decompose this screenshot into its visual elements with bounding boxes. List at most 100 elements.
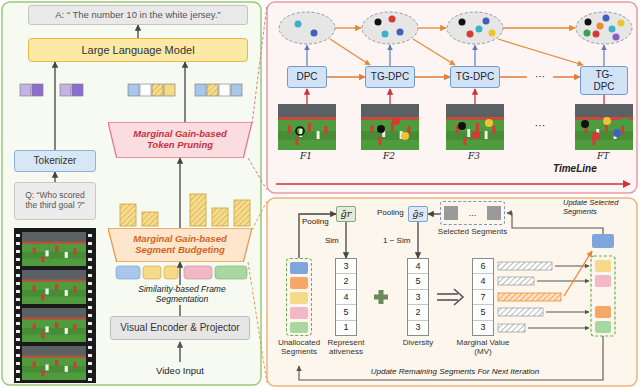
score-cell: 1 (336, 321, 356, 335)
trapezoid-shape (108, 122, 252, 158)
token-dot (603, 15, 610, 22)
node-label: ... (469, 208, 477, 218)
token (152, 84, 163, 96)
mv-bar (498, 277, 534, 285)
token (60, 84, 71, 96)
carry-arrow (418, 27, 446, 28)
node-label: DPC (296, 71, 317, 83)
edge-label: Sim (325, 236, 339, 245)
segment-blocks (116, 266, 247, 279)
tg-dpc-box: TG-DPC (365, 66, 415, 88)
node-heading: Selected Segments (435, 227, 511, 236)
segment-block (290, 322, 308, 333)
implies-arrow (437, 289, 463, 305)
connector (54, 172, 55, 182)
node-label: A: “ The number 10 in the white jersey.” (55, 10, 220, 21)
pruning-module: Marginal Gain-based Token Pruning (108, 122, 252, 158)
film-frame (22, 308, 86, 342)
mv-arrow (546, 312, 589, 313)
token (32, 84, 43, 96)
selected-segment (487, 206, 501, 220)
video-frame (446, 104, 504, 150)
token-group (20, 84, 242, 96)
update-arrow (389, 45, 390, 66)
frame-arrow (389, 89, 390, 104)
carry-arrow (503, 27, 575, 28)
zoom-line (248, 262, 267, 383)
answer-box: A: “ The number 10 in the white jersey.” (28, 5, 248, 25)
segment-block (595, 275, 611, 287)
budget-bar (212, 208, 228, 226)
frame-label: FT (597, 151, 609, 161)
remaining-outline (591, 256, 615, 336)
connector (327, 76, 365, 77)
node-heading: Represent ativeness (321, 338, 371, 356)
left-panel (2, 2, 261, 385)
sprocket-row (16, 230, 20, 381)
token (140, 84, 151, 96)
mv-bar (498, 262, 552, 270)
edge-label: Pooling (302, 217, 329, 226)
film-frame (22, 232, 86, 266)
update-selected-arrow (507, 213, 603, 234)
frame-token (603, 117, 611, 125)
score-cell: 4 (473, 274, 493, 289)
ellipsis: ··· (527, 119, 553, 132)
frame-token (592, 132, 600, 140)
frame-token (621, 118, 629, 126)
edge-label: 1 − Sim (383, 236, 410, 245)
score-column: 32451Represent ativeness (335, 258, 357, 336)
token-dot (609, 26, 616, 33)
cluster-ellipse (447, 12, 503, 44)
token (164, 84, 175, 96)
connector (417, 222, 418, 258)
token (219, 84, 230, 96)
timeline-label: TimeLine (553, 163, 597, 175)
frame-token (613, 129, 621, 137)
stage-label: Similarity-based Frame Segmentation (112, 285, 252, 305)
score-cell: 4 (408, 259, 428, 274)
node-label: Marginal Gain-based Segment Budgeting (120, 234, 240, 256)
token-dot (382, 31, 389, 38)
token-dot (489, 30, 496, 37)
film-frame (22, 346, 86, 380)
connector (179, 158, 180, 228)
score-cell: 5 (408, 274, 428, 289)
edge-label: ··· (527, 71, 553, 83)
node-heading: Marginal Value (MV) (450, 338, 516, 356)
score-cell: 3 (336, 259, 356, 274)
token (128, 84, 139, 96)
frame-label: F2 (383, 151, 395, 161)
frame-token (296, 127, 304, 135)
video-frame (278, 104, 336, 150)
question-box: Q: “Who scored the third goal ?” (14, 182, 96, 220)
node-label: TG-DPC (371, 71, 409, 83)
sprocket-row (88, 230, 92, 381)
carry-arrow (335, 27, 361, 28)
node-label: TG-DPC (585, 69, 623, 92)
segment-block (184, 266, 212, 279)
node-label: Large Language Model (81, 44, 194, 57)
node-heading: Unallocated Segments (271, 338, 327, 356)
token (195, 84, 206, 96)
frame-token (401, 132, 409, 140)
implies-stroke (437, 299, 458, 301)
token (231, 84, 242, 96)
implies-stroke (437, 293, 458, 295)
node-label: Tokenizer (34, 155, 77, 167)
node-label: Q: “Who scored the third goal ?” (19, 191, 91, 211)
tg-dpc-box: TG-DPC (580, 66, 628, 95)
mv-arrow (555, 266, 589, 267)
node-label: TG-DPC (456, 71, 494, 83)
pooled-feature: ḡr (336, 206, 356, 222)
update-arrow (474, 45, 475, 66)
mv-bar (498, 308, 543, 316)
token (20, 84, 31, 96)
token-dot (597, 23, 604, 30)
token-dot (613, 34, 620, 41)
frame-token (485, 119, 493, 127)
llm-box: Large Language Model (28, 38, 248, 62)
connector (137, 25, 138, 38)
unallocated-blocks (290, 262, 308, 333)
score-cell: 7 (473, 290, 493, 305)
